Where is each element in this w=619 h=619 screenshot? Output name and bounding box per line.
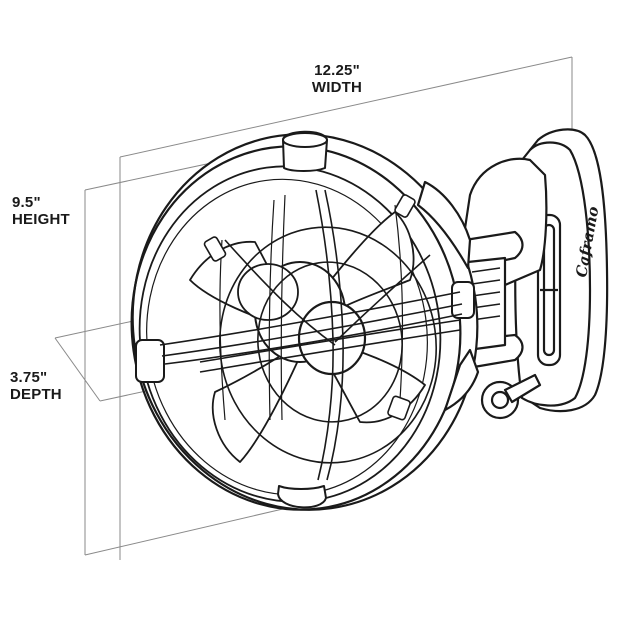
ring-tab-bottom: [387, 395, 411, 421]
depth-dimension: 3.75" DEPTH: [10, 369, 62, 403]
height-line-bottom: [84, 504, 301, 556]
strut-horizontal-lower: [161, 303, 463, 357]
pivot-arm: [416, 180, 472, 270]
pivot-arm-lower: [443, 348, 480, 412]
depth-line-front: [54, 319, 139, 339]
blade-lower: [211, 339, 306, 463]
wall-mount: [462, 128, 609, 420]
strut-horizontal-base: [164, 313, 463, 365]
hinge-ridges: [471, 267, 501, 321]
depth-value: 3.75": [10, 369, 48, 386]
grille-spoke-diag-b: [334, 254, 431, 343]
height-value: 9.5": [12, 194, 41, 211]
mount-knob-center: [490, 390, 510, 410]
width-dimension: 12.25" WIDTH: [292, 62, 382, 96]
top-handle-cap: [282, 132, 328, 148]
width-line-top: [119, 56, 573, 158]
rear-cage: [219, 194, 404, 421]
fan-head: [130, 130, 480, 511]
ring-tab-top: [203, 236, 227, 262]
grille-struts: [159, 291, 463, 365]
depth-line-back: [54, 337, 101, 402]
grille-spoke-diag-a: [224, 239, 336, 346]
grille-spoke-horizontal: [199, 329, 461, 373]
mount-knob-lever: [503, 373, 542, 404]
bottom-handle: [277, 485, 327, 509]
width-label: WIDTH: [311, 79, 363, 96]
left-clip: [135, 339, 165, 383]
height-dimension: 9.5" HEIGHT: [12, 194, 70, 228]
hinge-arm: [463, 230, 524, 270]
width-value: 12.25": [314, 62, 360, 79]
motor-back: [237, 263, 299, 321]
right-clip: [451, 281, 475, 319]
grille-spoke-horizontal-2: [199, 319, 461, 363]
grille-spoke-vertical-2: [324, 189, 344, 481]
dimension-lines: [54, 56, 573, 560]
strut-horizontal-upper: [159, 291, 461, 346]
ring-tab-right: [394, 194, 416, 218]
depth-label: DEPTH: [10, 386, 62, 403]
height-label: HEIGHT: [12, 211, 70, 228]
